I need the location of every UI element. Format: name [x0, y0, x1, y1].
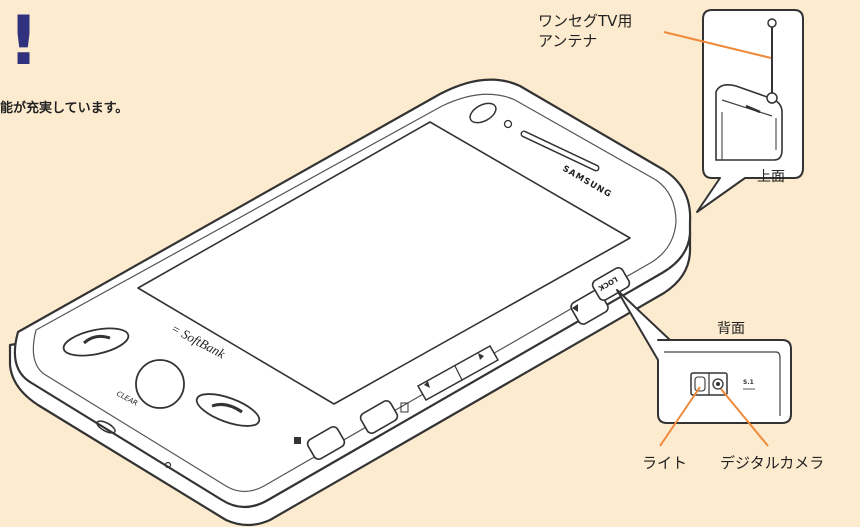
svg-text:S.1: S.1: [743, 379, 754, 386]
back-view-callout: S.1: [616, 289, 792, 424]
back-view-label: 背面: [717, 321, 745, 337]
light-label: ライト: [642, 454, 688, 472]
light-leader-line: [659, 386, 701, 447]
headline-exclamation: !: [8, 2, 40, 81]
antenna-label-line2: アンテナ: [538, 32, 598, 50]
camera-label: デジタルカメラ: [720, 454, 825, 472]
antenna-label-line1: ワンセグTV用: [538, 12, 633, 30]
top-view-label: 上面: [757, 169, 785, 185]
top-view-callout: [696, 9, 804, 213]
lead-text: 能が充実しています。: [0, 101, 129, 116]
phone-body: [8, 78, 692, 527]
camera-leader-line: [720, 388, 769, 447]
antenna-leader-line: [663, 31, 772, 59]
